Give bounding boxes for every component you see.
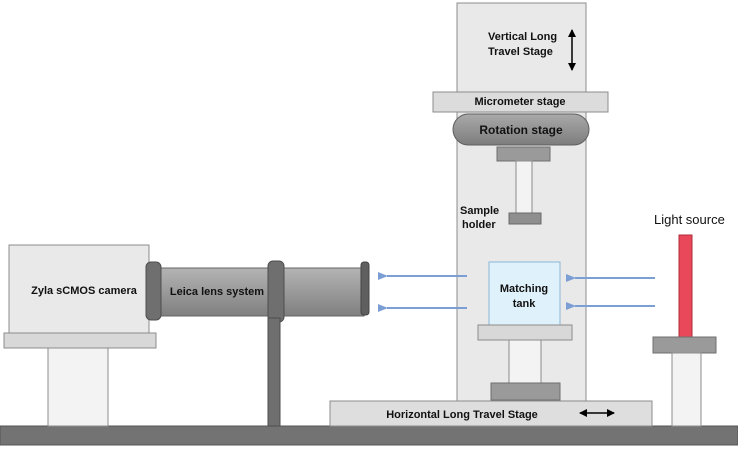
matching-tank-label-line2: tank xyxy=(513,298,537,310)
horizontal-stage-label: Horizontal Long Travel Stage xyxy=(386,409,538,421)
camera-base xyxy=(3,332,157,349)
camera-post xyxy=(47,347,109,427)
vertical-stage-label-line1: Vertical Long xyxy=(488,31,557,43)
light-source-label: Light source xyxy=(654,212,725,227)
matching-tank-label-line1: Matching xyxy=(500,283,548,295)
light-source-mount xyxy=(652,336,717,354)
light-source-bar xyxy=(678,234,693,338)
lens-front-ring xyxy=(360,261,370,316)
lens-clamp xyxy=(267,260,285,323)
lens-tube xyxy=(152,267,365,317)
holder-clamp xyxy=(496,146,551,162)
sample-holder-label-line1: Sample xyxy=(460,205,499,217)
holder-rod xyxy=(515,160,533,214)
light-source-post xyxy=(671,352,702,427)
vertical-stage-label-line2: Travel Stage xyxy=(488,46,553,58)
base-rail xyxy=(0,425,738,446)
tank-foot xyxy=(490,382,561,401)
sample-holder-label-line2: holder xyxy=(462,219,496,231)
tank-base xyxy=(477,324,573,341)
micrometer-stage xyxy=(432,91,609,113)
rotation-stage-label: Rotation stage xyxy=(479,123,563,137)
sample-holder xyxy=(508,212,542,225)
rotation-stage xyxy=(452,113,590,146)
micrometer-stage-label: Micrometer stage xyxy=(474,96,565,108)
matching-tank xyxy=(488,261,561,326)
lens-support-post xyxy=(267,317,281,427)
lens-system-label: Leica lens system xyxy=(170,286,264,298)
tank-pedestal xyxy=(508,339,542,384)
lens-flange-left xyxy=(145,261,162,321)
camera-body xyxy=(8,244,150,334)
camera-label: Zyla sCMOS camera xyxy=(31,285,138,297)
